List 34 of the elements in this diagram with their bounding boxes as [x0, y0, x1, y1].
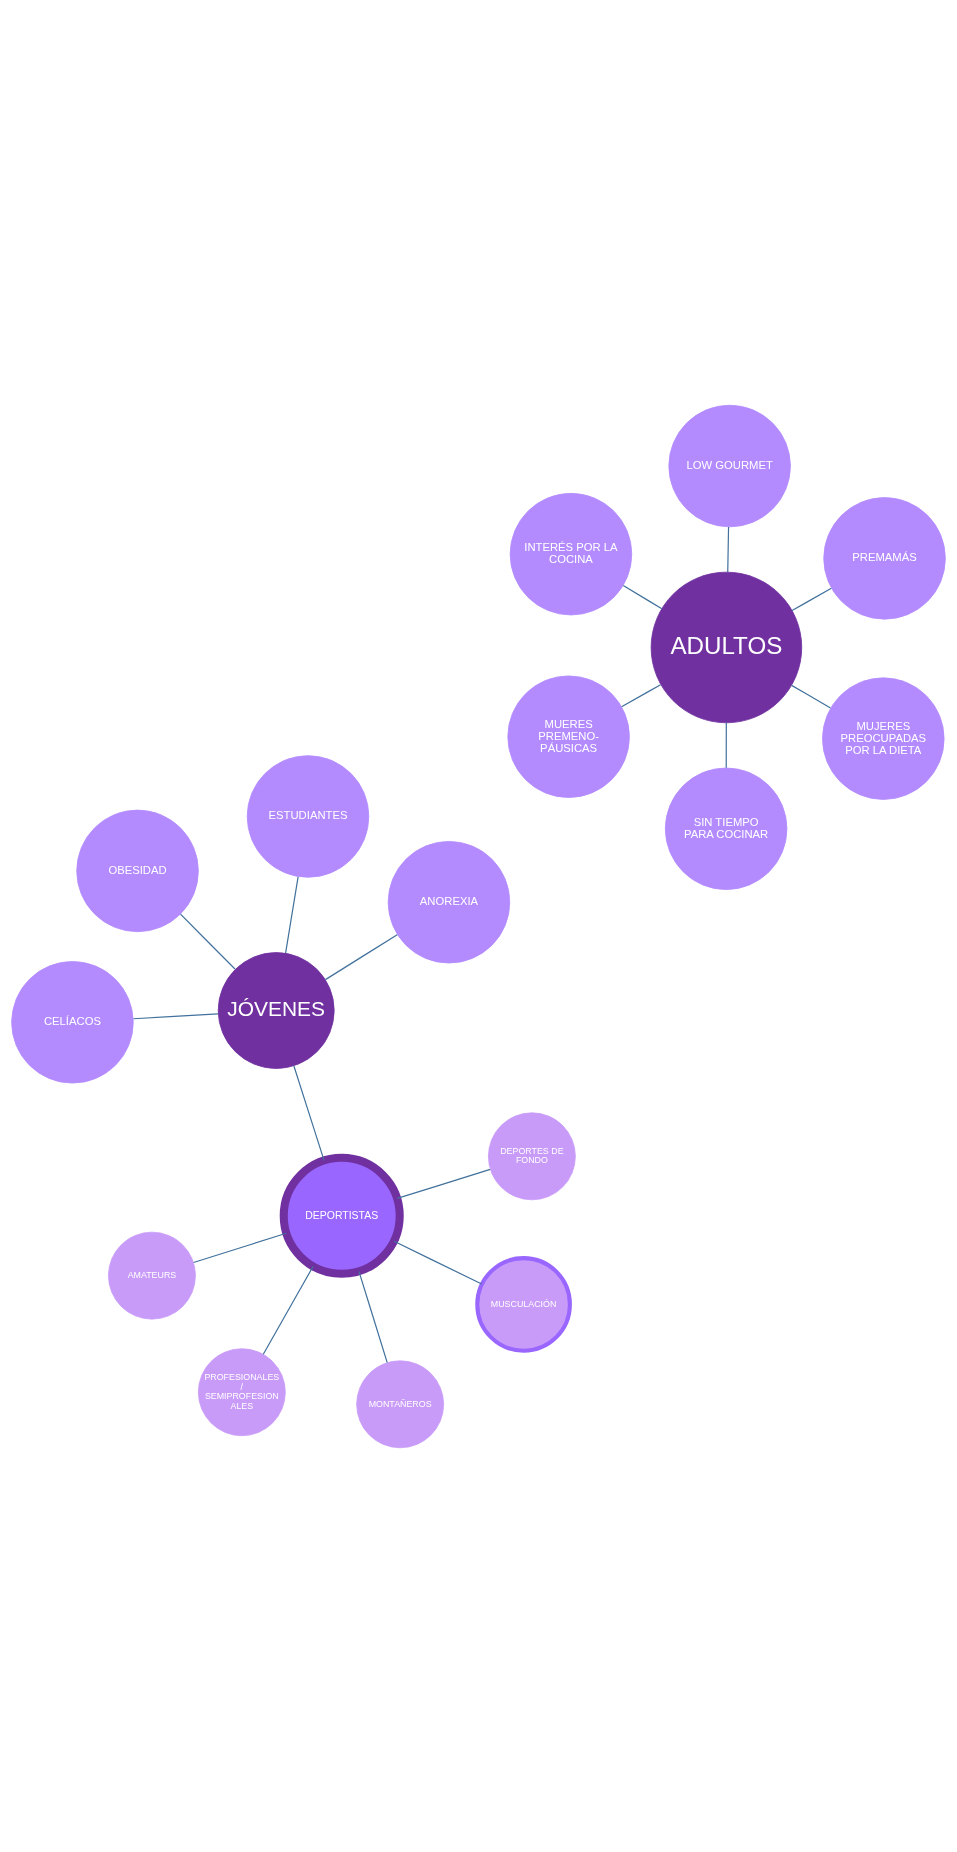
node-circle: LOW GOURMET	[668, 404, 791, 527]
node-circle: MUJERES PREOCUPADAS POR LA DIETA	[822, 676, 945, 800]
connector	[393, 1240, 483, 1285]
connector	[727, 526, 730, 573]
node-circle: ESTUDIANTES	[246, 754, 370, 878]
connector	[192, 1232, 287, 1263]
connector	[179, 913, 236, 970]
node-circle: ADULTOS	[650, 571, 803, 723]
connector	[725, 721, 727, 768]
node-circle: OBESIDAD	[76, 809, 199, 932]
node-circle: INTERÉS POR LA COCINA	[509, 492, 633, 615]
node-circle: DEPORTISTAS	[279, 1153, 404, 1278]
connector	[620, 683, 662, 707]
node-circle: MUERES PREMENO- PÁUSICAS	[507, 675, 630, 798]
connector	[262, 1265, 314, 1355]
node-circle: SIN TIEMPO PARA COCINAR	[664, 767, 788, 890]
node-circle: PROFESIONALES / SEMIPROFESION ALES	[197, 1347, 286, 1436]
connector	[324, 933, 398, 980]
node-circle: CELÍACOS	[11, 960, 134, 1083]
connector	[396, 1168, 491, 1199]
node-circle: AMATEURS	[108, 1231, 196, 1320]
node-circle: PREMAMÁS	[823, 496, 946, 620]
connector	[285, 875, 299, 954]
node-circle: MUSCULACIÓN	[475, 1255, 572, 1353]
connector	[791, 684, 832, 709]
node-circle: ANOREXIA	[387, 840, 511, 963]
connector	[293, 1064, 325, 1161]
connector	[132, 1012, 219, 1019]
node-circle: MONTAÑEROS	[356, 1359, 445, 1448]
node-circle: JÓVENES	[217, 951, 335, 1069]
connector	[622, 584, 663, 609]
node-circle: DEPORTES DE FONDO	[488, 1111, 576, 1200]
connector	[358, 1270, 388, 1363]
connector	[791, 587, 832, 611]
